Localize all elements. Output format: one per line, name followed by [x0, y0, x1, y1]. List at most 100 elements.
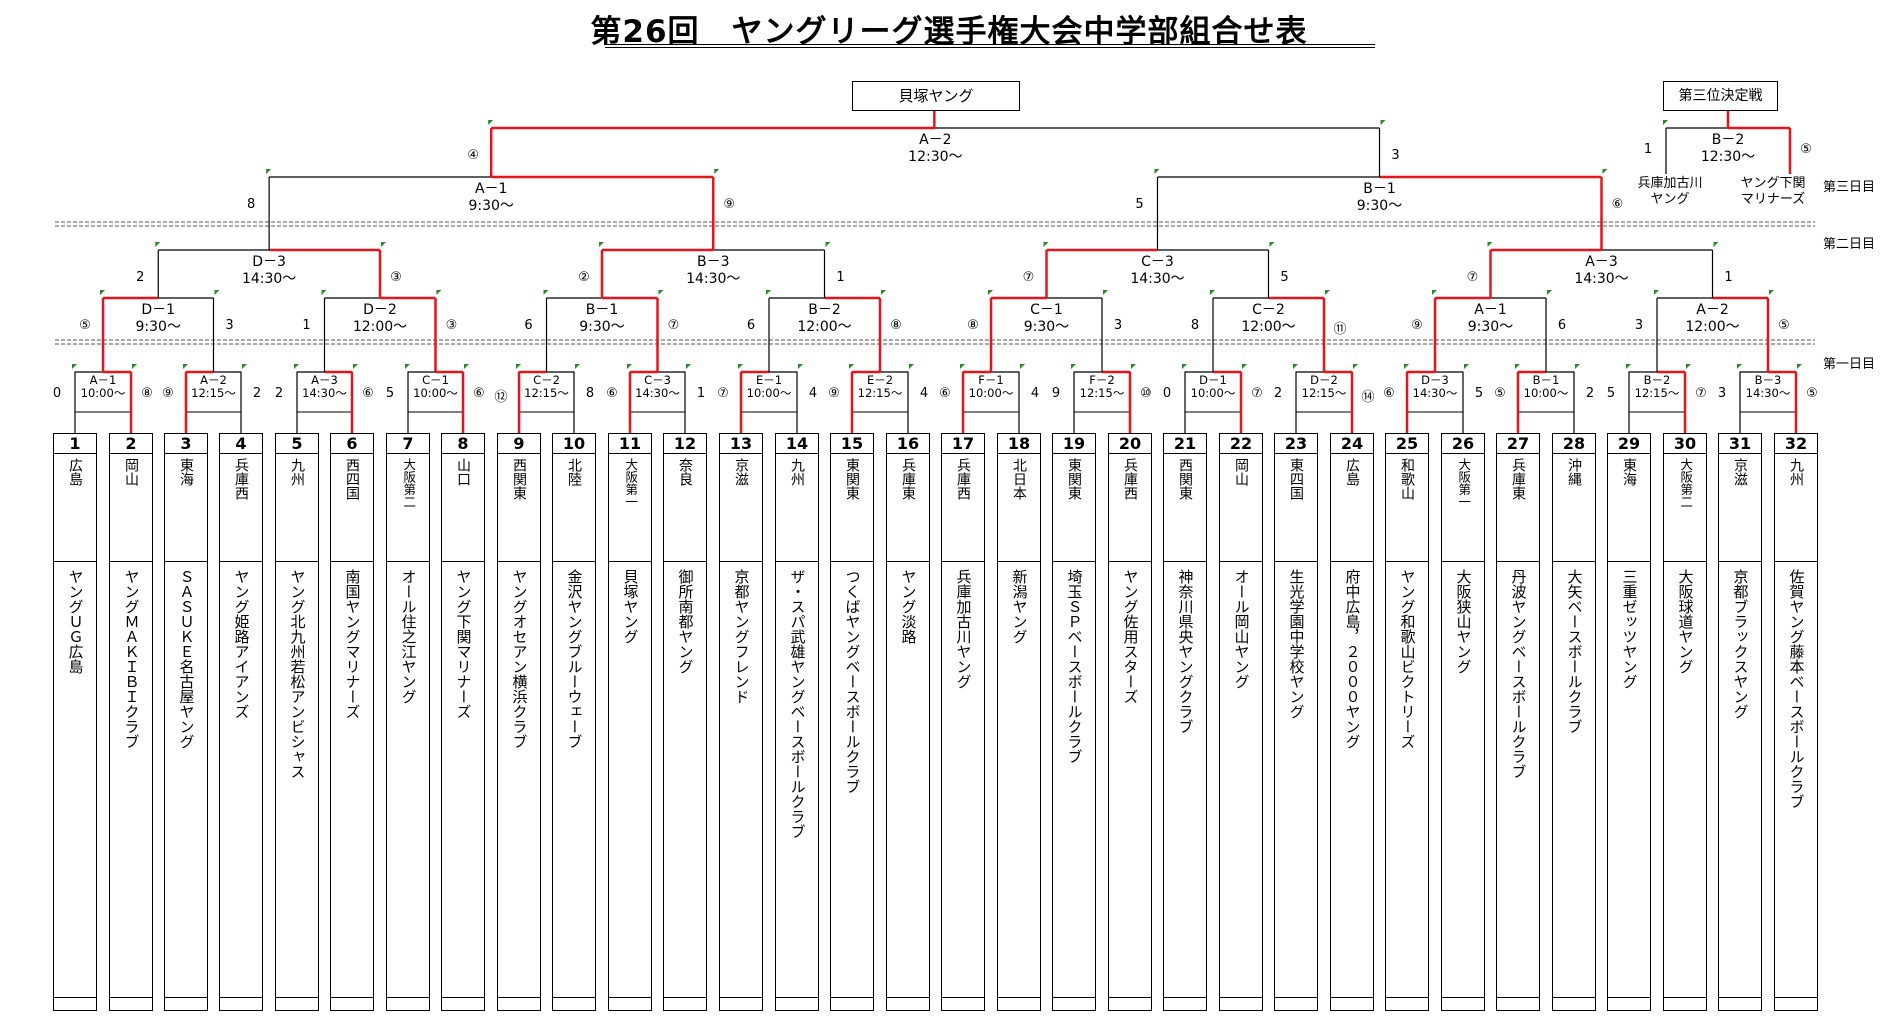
- quarter-score-left: ⑦: [1466, 270, 1479, 285]
- team-number: 27: [1497, 434, 1539, 454]
- team-number: 30: [1664, 434, 1706, 454]
- team-number: 23: [1275, 434, 1317, 454]
- team-footer-cell: [1775, 997, 1817, 1010]
- match-code: C－1: [422, 373, 449, 387]
- team-region: 九州: [276, 454, 318, 562]
- title-underline: [605, 44, 1375, 48]
- team-number: 1: [54, 434, 96, 454]
- third-right-line1: ヤング下関: [1740, 176, 1806, 191]
- team-region: 東海: [165, 454, 207, 562]
- team-name: ＳＡＳＵＫＥ名古屋ヤング: [177, 569, 196, 749]
- team-number: 12: [664, 434, 706, 454]
- team-number: 19: [1053, 434, 1095, 454]
- match-time: 14:30～: [1574, 271, 1629, 287]
- team-name: 兵庫加古川ヤング: [954, 569, 973, 689]
- team-region: 山口: [442, 454, 484, 562]
- match-time: 14:30～: [1130, 271, 1185, 287]
- round1-score-left: ⑥: [606, 386, 618, 401]
- team-number: 18: [998, 434, 1040, 454]
- round2-score-left: 1: [302, 318, 311, 333]
- team-footer-cell: [998, 997, 1040, 1010]
- third-left-line1: 兵庫加古川: [1637, 176, 1703, 191]
- team-number: 9: [498, 434, 540, 454]
- team-footer-cell: [609, 997, 651, 1010]
- team-footer-cell: [1719, 997, 1761, 1010]
- quarter-score-right: ③: [390, 270, 402, 285]
- team-name: 貝塚ヤング: [621, 569, 640, 644]
- team-region: 和歌山: [1386, 454, 1428, 562]
- team-footer-cell: [1109, 997, 1151, 1010]
- team-region: 広島: [54, 454, 96, 562]
- round2-score-left: 3: [1634, 318, 1644, 333]
- round2-score-right: 3: [225, 318, 234, 333]
- team-number: 13: [720, 434, 762, 454]
- team-name: 丹波ヤングベースボールクラブ: [1509, 569, 1528, 779]
- team-number: 16: [887, 434, 929, 454]
- final-marker-left: [488, 120, 494, 125]
- team-number: 7: [387, 434, 429, 454]
- match-time: 14:30～: [1745, 386, 1791, 400]
- match-time: 14:30～: [302, 386, 347, 400]
- team-footer-cell: [110, 997, 152, 1010]
- match-time: 12:15～: [1079, 386, 1125, 400]
- team-region: 大阪第一: [1442, 454, 1484, 562]
- round2-score-left: 6: [524, 318, 533, 333]
- round1-score-right: 4: [1030, 386, 1040, 401]
- round1-marker-left: [1293, 364, 1298, 369]
- match-time: 14:30～: [635, 386, 680, 400]
- team-region: 九州: [1775, 454, 1817, 562]
- final-score-left: ④: [467, 148, 480, 163]
- team-number: 4: [220, 434, 262, 454]
- round1-marker-left: [1626, 364, 1631, 369]
- round1-score-right: ⑦: [1251, 386, 1263, 401]
- team-footer-cell: [1442, 997, 1484, 1010]
- match-code: D－2: [363, 302, 397, 318]
- team-footer-cell: [1164, 997, 1206, 1010]
- team-region: 京滋: [1719, 454, 1761, 562]
- third-place-right-team: ヤング下関 マリナーズ: [1728, 176, 1818, 208]
- semi-score-right: ⑥: [1611, 197, 1624, 212]
- team-name: 佐賀ヤング藤本ベースボールクラブ: [1787, 569, 1806, 809]
- round1-marker-left: [294, 364, 299, 369]
- team-name: 生光学園中学校ヤング: [1287, 569, 1306, 719]
- round1-marker-right: [353, 364, 358, 369]
- team-number: 5: [276, 434, 318, 454]
- team-footer-cell: [1220, 997, 1262, 1010]
- match-time: 14:30～: [1412, 386, 1458, 400]
- third-match-time: 12:30～: [1700, 149, 1756, 165]
- match-time: 12:15～: [1634, 386, 1680, 400]
- quarter-score-left: ②: [578, 270, 590, 285]
- match-time: 9:30～: [579, 319, 625, 335]
- team-region: 沖縄: [1553, 454, 1595, 562]
- match-code: C－2: [533, 373, 560, 387]
- round1-score-right: ⑧: [141, 386, 153, 401]
- third-right-line2: マリナーズ: [1740, 192, 1806, 207]
- round1-score-right: 8: [585, 386, 595, 401]
- match-time: 12:00～: [352, 319, 408, 335]
- round1-marker-right: [242, 364, 247, 369]
- round1-marker-left: [960, 364, 965, 369]
- match-code: B－1: [585, 302, 619, 318]
- round1-score-left: ⑨: [828, 386, 840, 401]
- third-place-label: 第三位決定戦: [1678, 88, 1763, 104]
- third-match-code: B－2: [1711, 132, 1745, 148]
- team-region: 大阪第二: [1664, 454, 1706, 562]
- match-code: F－1: [978, 373, 1004, 387]
- third-marker-left: [1663, 120, 1668, 125]
